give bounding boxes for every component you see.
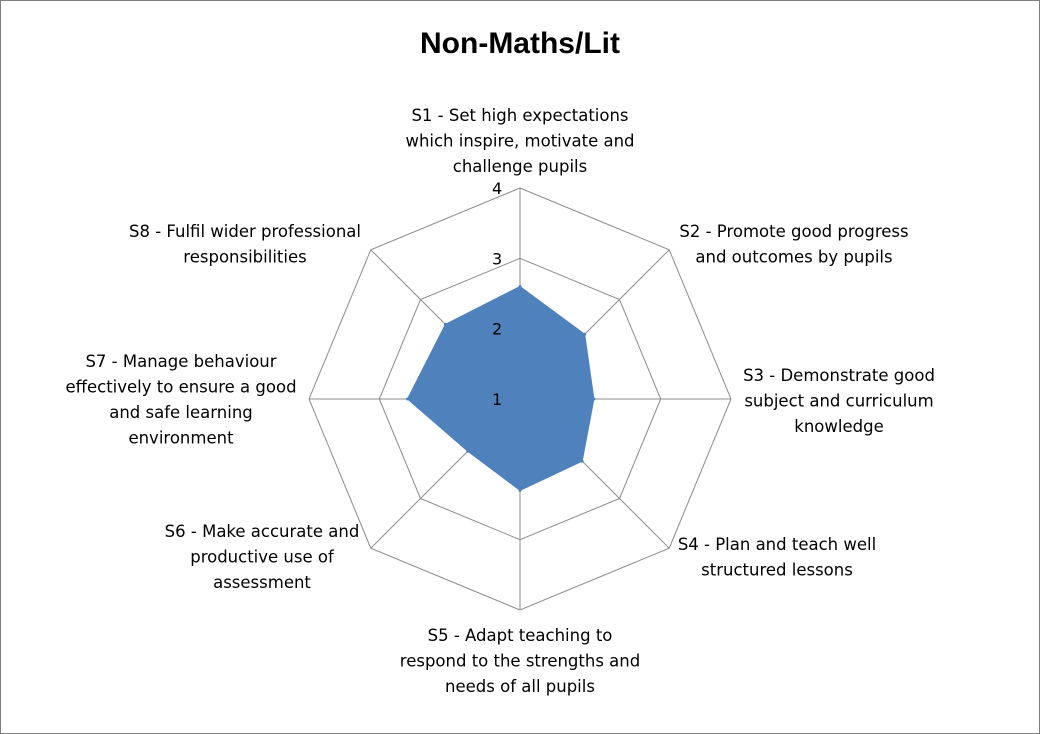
data-point — [443, 322, 447, 326]
tick-label: 4 — [492, 179, 502, 198]
series-area — [406, 285, 595, 491]
tick-labels: 1 2 3 4 — [492, 179, 502, 409]
data-point — [580, 459, 584, 463]
data-point — [592, 397, 596, 401]
data-point — [406, 397, 409, 401]
data-point — [518, 285, 522, 288]
chart-title: Non-Maths/Lit — [420, 27, 620, 60]
data-point — [583, 332, 587, 336]
series-group — [406, 285, 596, 492]
data-point — [518, 488, 522, 492]
tick-label: 1 — [492, 390, 502, 409]
data-point — [466, 449, 470, 453]
tick-label: 3 — [492, 249, 502, 268]
tick-label: 2 — [492, 320, 502, 339]
